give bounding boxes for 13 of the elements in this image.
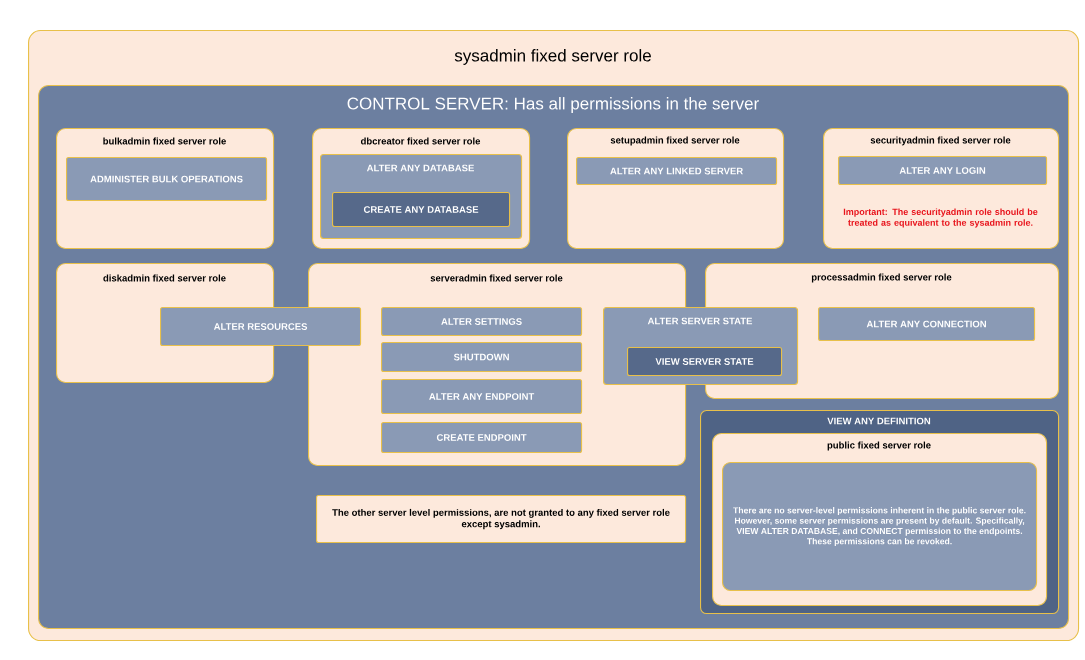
permission-box: ALTER ANY ENDPOINT xyxy=(381,379,583,415)
description-box: There are no server-level permissions inherent in the public server role. However, some server permissions are present by default. Specifically, VIEW ALTER DATABASE, and CONNECT permission to the endpoints. These permissions can be revoked. xyxy=(722,462,1038,592)
note-box: The other server level permissions, are not granted to any fixed server role except sysadmin. xyxy=(316,495,687,544)
permission-box: SHUTDOWN xyxy=(381,342,583,373)
permission-box: ALTER ANY LINKED SERVER xyxy=(576,157,778,186)
permission-box: CREATE ENDPOINT xyxy=(381,422,583,454)
permission-box: CREATE ANY DATABASE xyxy=(332,192,511,228)
permission-box: ALTER ANY CONNECTION xyxy=(818,307,1036,342)
permission-box: ALTER ANY LOGIN xyxy=(838,156,1048,186)
permission-box: ADMINISTER BULK OPERATIONS xyxy=(66,157,268,202)
permission-box: ALTER RESOURCES xyxy=(160,307,362,347)
permission-box: VIEW SERVER STATE xyxy=(627,347,783,377)
permission-box: ALTER SETTINGS xyxy=(381,307,583,337)
